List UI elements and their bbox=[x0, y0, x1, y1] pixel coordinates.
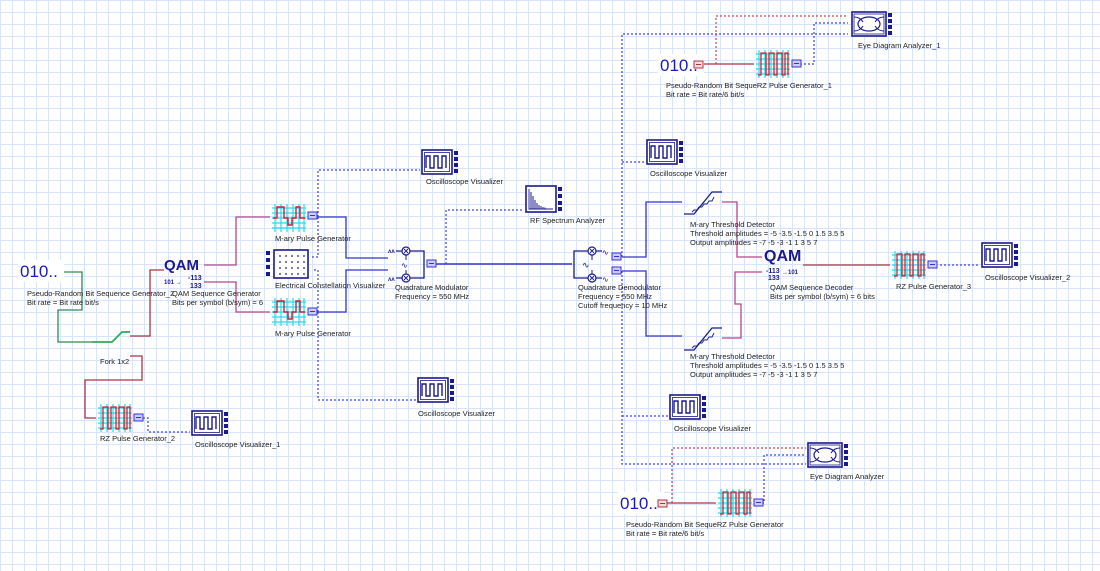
wire-qam-mary-bottom[interactable] bbox=[204, 281, 270, 313]
rz-gen-2-label: RZ Pulse Generator_2 bbox=[100, 434, 176, 443]
oscilloscope-visualizer-right-top[interactable] bbox=[646, 139, 684, 165]
wire-mary-top-const[interactable] bbox=[312, 217, 319, 258]
wire-fork-qam[interactable] bbox=[130, 269, 164, 337]
qam-sequence-decoder[interactable]: QAM -113 →101 133 bbox=[764, 248, 801, 282]
eye-1-label: Eye Diagram Analyzer_1 bbox=[858, 41, 941, 50]
qam-icon-sub-top: -113 bbox=[188, 275, 202, 282]
oscilloscope-visualizer-top[interactable] bbox=[421, 149, 459, 175]
osc-top-label: Oscilloscope Visualizer bbox=[426, 177, 503, 186]
wire-qdemod-eye[interactable] bbox=[621, 271, 806, 465]
prbs-1-label: Pseudo-Random Bit SequeRZ Pulse Generato… bbox=[666, 81, 832, 99]
oscilloscope-visualizer-1[interactable] bbox=[191, 410, 229, 436]
osc-bottom-label: Oscilloscope Visualizer bbox=[418, 409, 495, 418]
svg-text:∿: ∿ bbox=[401, 261, 408, 270]
osc-right-bottom-label: Oscilloscope Visualizer bbox=[674, 424, 751, 433]
osc-1-label: Oscilloscope Visualizer_1 bbox=[195, 440, 281, 449]
fork-shape bbox=[92, 331, 130, 343]
prbs-generator-top[interactable]: 010.. bbox=[658, 54, 704, 76]
qam-decoder-icon-text: QAM bbox=[764, 248, 801, 265]
threshold-detector-bottom[interactable] bbox=[683, 327, 723, 351]
eye-diagram-analyzer[interactable] bbox=[807, 442, 849, 468]
rz-pulse-generator[interactable] bbox=[717, 488, 764, 518]
qam-decoder-sub-bottom: 133 bbox=[768, 275, 780, 282]
constellation-label: Electrical Constellation Visualizer bbox=[275, 281, 386, 290]
wire-thresh-bottom-dec[interactable] bbox=[722, 271, 762, 339]
qam-decoder-sub-top: -113 bbox=[766, 268, 780, 275]
qam-decoder-sub-right: →101 bbox=[782, 270, 799, 276]
prbs-generator-bottom[interactable]: 010.. bbox=[618, 492, 668, 514]
mary-bottom-label: M-ary Pulse Generator bbox=[275, 329, 351, 338]
svg-text:∿: ∿ bbox=[602, 275, 609, 284]
qam-icon-text: QAM bbox=[164, 257, 199, 274]
quadrature-demodulator[interactable]: ∿ ∿ ∿ bbox=[573, 246, 622, 284]
osc-right-top-label: Oscilloscope Visualizer bbox=[650, 169, 727, 178]
qam-sequence-generator[interactable]: QAM 101 → -113 133 bbox=[164, 257, 202, 290]
oscilloscope-visualizer-bottom[interactable] bbox=[417, 377, 455, 403]
wire-mary-bottom-osc[interactable] bbox=[317, 312, 416, 401]
prbs-icon: 010.. bbox=[20, 262, 58, 281]
qam-icon-sub-bottom: 133 bbox=[190, 283, 202, 290]
prbs-bottom-icon: 010.. bbox=[620, 494, 658, 513]
rz-pulse-generator-1[interactable] bbox=[755, 49, 802, 79]
wire-qdemod-thresh-top[interactable] bbox=[622, 201, 682, 258]
threshold-detector-top[interactable] bbox=[683, 191, 723, 215]
osc-2-label: Oscilloscope Visualizer_2 bbox=[985, 273, 1071, 282]
rf-spectrum-analyzer[interactable] bbox=[525, 185, 562, 213]
wire-prbs-eye[interactable] bbox=[671, 447, 806, 503]
rz-gen-3-label: RZ Pulse Generator_3 bbox=[896, 282, 972, 291]
wire-mary-top-qmod[interactable] bbox=[318, 216, 388, 259]
mary-top-label: M-ary Pulse Generator bbox=[275, 234, 351, 243]
rz-pulse-generator-3[interactable] bbox=[891, 250, 938, 280]
mary-pulse-generator-bottom[interactable] bbox=[271, 297, 318, 327]
wire-prbs-fork[interactable] bbox=[57, 271, 92, 343]
wire-rz-eye[interactable] bbox=[758, 454, 806, 504]
wire-rz2-osc1[interactable] bbox=[143, 417, 190, 433]
wire-rz1-eye1[interactable] bbox=[796, 22, 848, 65]
qam-icon-sub-left: 101 → bbox=[164, 280, 182, 286]
oscilloscope-visualizer-2[interactable] bbox=[981, 242, 1019, 268]
svg-text:ᴧᴧ: ᴧᴧ bbox=[388, 277, 395, 283]
svg-text:ᴧᴧ: ᴧᴧ bbox=[388, 249, 395, 255]
prbs-generator-2[interactable]: 010.. bbox=[18, 260, 64, 282]
eye-diagram-analyzer-1[interactable] bbox=[851, 11, 893, 37]
prbs-bottom-label: Pseudo-Random Bit SequeRZ Pulse Generato… bbox=[626, 520, 784, 538]
wire-qdemod-eye1[interactable] bbox=[621, 33, 848, 257]
wires bbox=[57, 15, 980, 504]
wire-mary-bottom-qmod[interactable] bbox=[318, 269, 388, 313]
eye-label: Eye Diagram Analyzer bbox=[810, 472, 885, 481]
wire-mary-bottom-const[interactable] bbox=[312, 269, 319, 312]
wire-fork-rz2[interactable] bbox=[84, 355, 143, 419]
wire-thresh-top-dec[interactable] bbox=[722, 201, 762, 258]
fork-label: Fork 1x2 bbox=[100, 357, 130, 366]
oscilloscope-visualizer-right-bottom[interactable] bbox=[669, 394, 707, 420]
svg-text:∿: ∿ bbox=[582, 260, 590, 270]
wire-qam-mary-top[interactable] bbox=[204, 216, 270, 266]
quadrature-modulator[interactable]: ᴧᴧ ᴧᴧ ∿ bbox=[388, 246, 437, 283]
prbs-top-icon: 010.. bbox=[660, 56, 698, 75]
svg-text:∿: ∿ bbox=[602, 248, 609, 257]
wire-mary-top-osc[interactable] bbox=[317, 169, 420, 217]
mary-pulse-generator-top[interactable] bbox=[271, 203, 318, 233]
rf-spectrum-label: RF Spectrum Analyzer bbox=[530, 216, 606, 225]
wire-qdemod-thresh-bottom[interactable] bbox=[622, 270, 682, 337]
wire-prbs1-eye1[interactable] bbox=[715, 15, 848, 64]
rz-pulse-generator-2[interactable] bbox=[97, 403, 144, 433]
constellation-visualizer[interactable] bbox=[266, 249, 309, 279]
wire-qmod-rf[interactable] bbox=[445, 209, 524, 264]
